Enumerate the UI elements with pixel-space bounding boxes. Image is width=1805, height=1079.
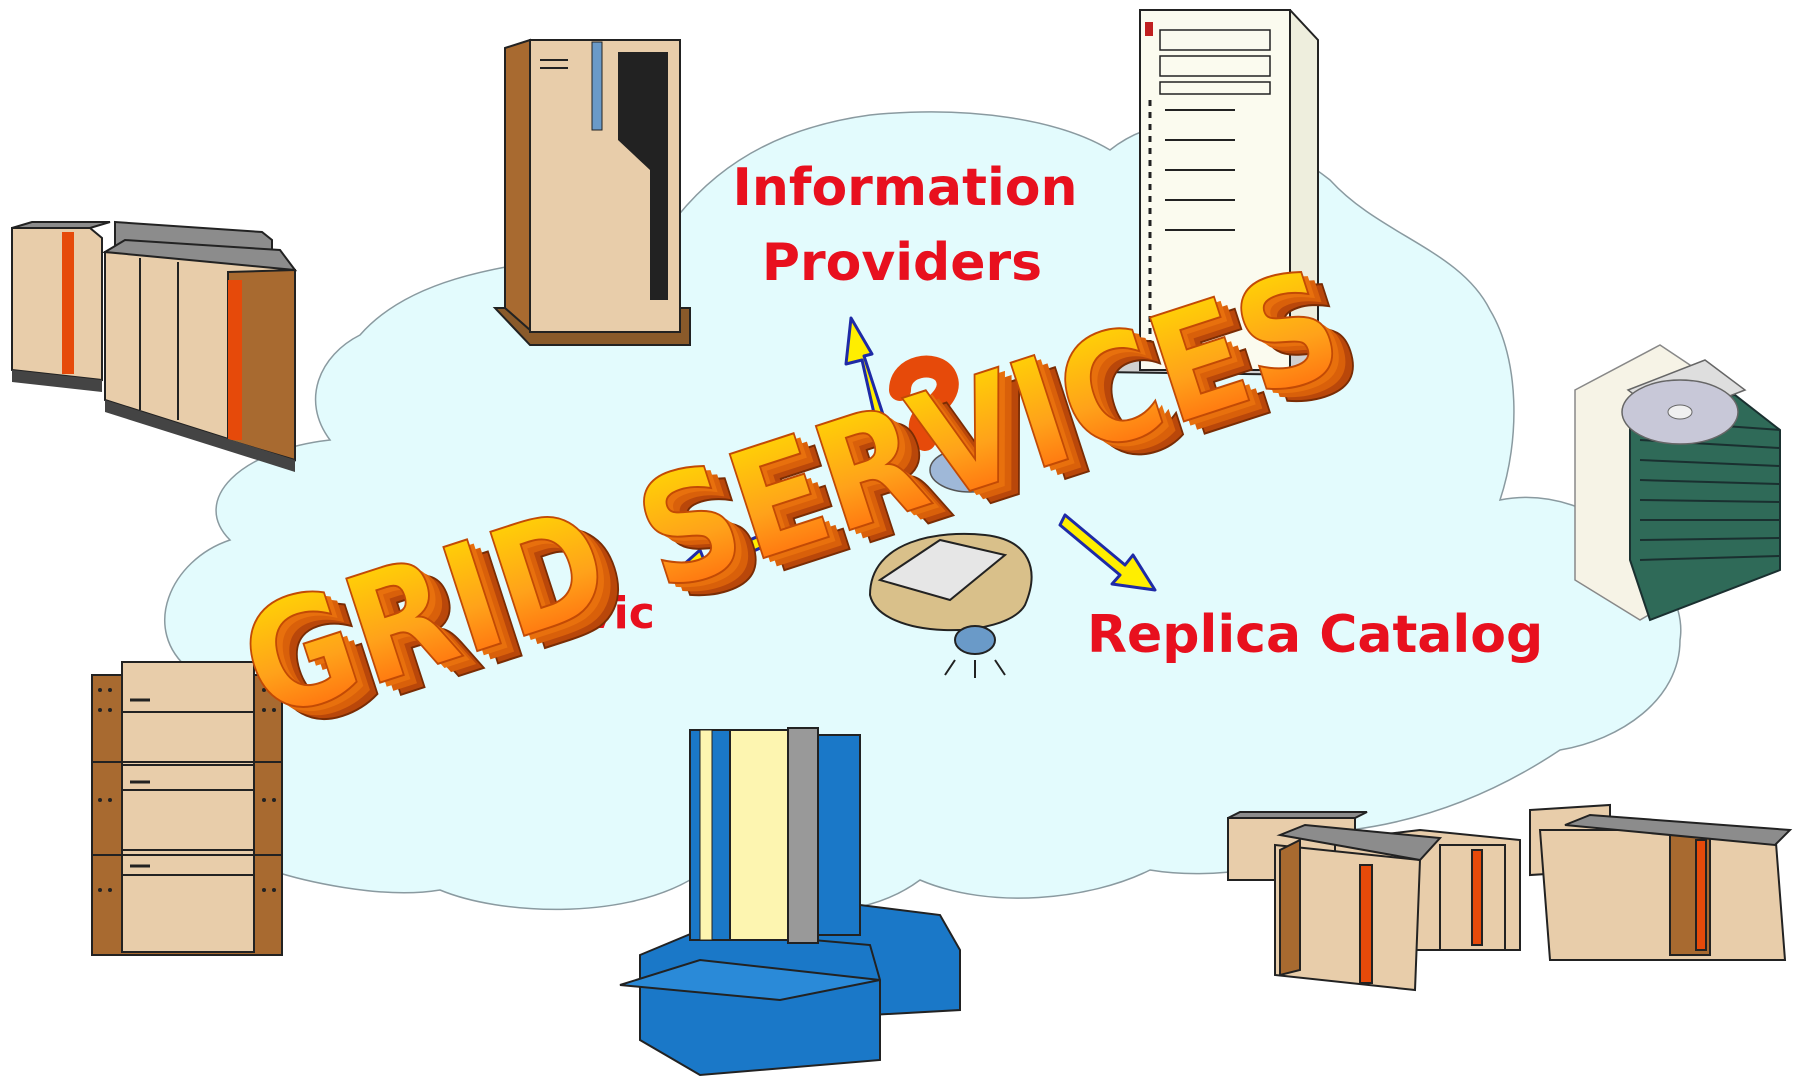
question-mark-icon — [889, 355, 959, 451]
partial-service-label: vic — [585, 588, 655, 639]
replica-catalog-label: Replica Catalog — [1087, 605, 1543, 665]
info-label-line1: Information — [732, 158, 1077, 218]
server-cluster-icon — [1227, 803, 1793, 992]
arrow-left-service — [670, 523, 792, 584]
tall-cabinet-server-icon — [492, 38, 691, 346]
computer-mouse-icon — [868, 447, 1033, 678]
supercomputer-tower-icon — [619, 727, 961, 1077]
cd-stack-icon — [1574, 344, 1781, 622]
arrow-right-replica — [1058, 513, 1157, 592]
arrow-up-info — [844, 316, 892, 442]
rack-server-icon — [91, 661, 283, 956]
mainframe-cabinets-icon — [11, 220, 298, 472]
tower-server-icon — [1093, 9, 1327, 377]
info-label-line2: Providers — [762, 233, 1042, 293]
